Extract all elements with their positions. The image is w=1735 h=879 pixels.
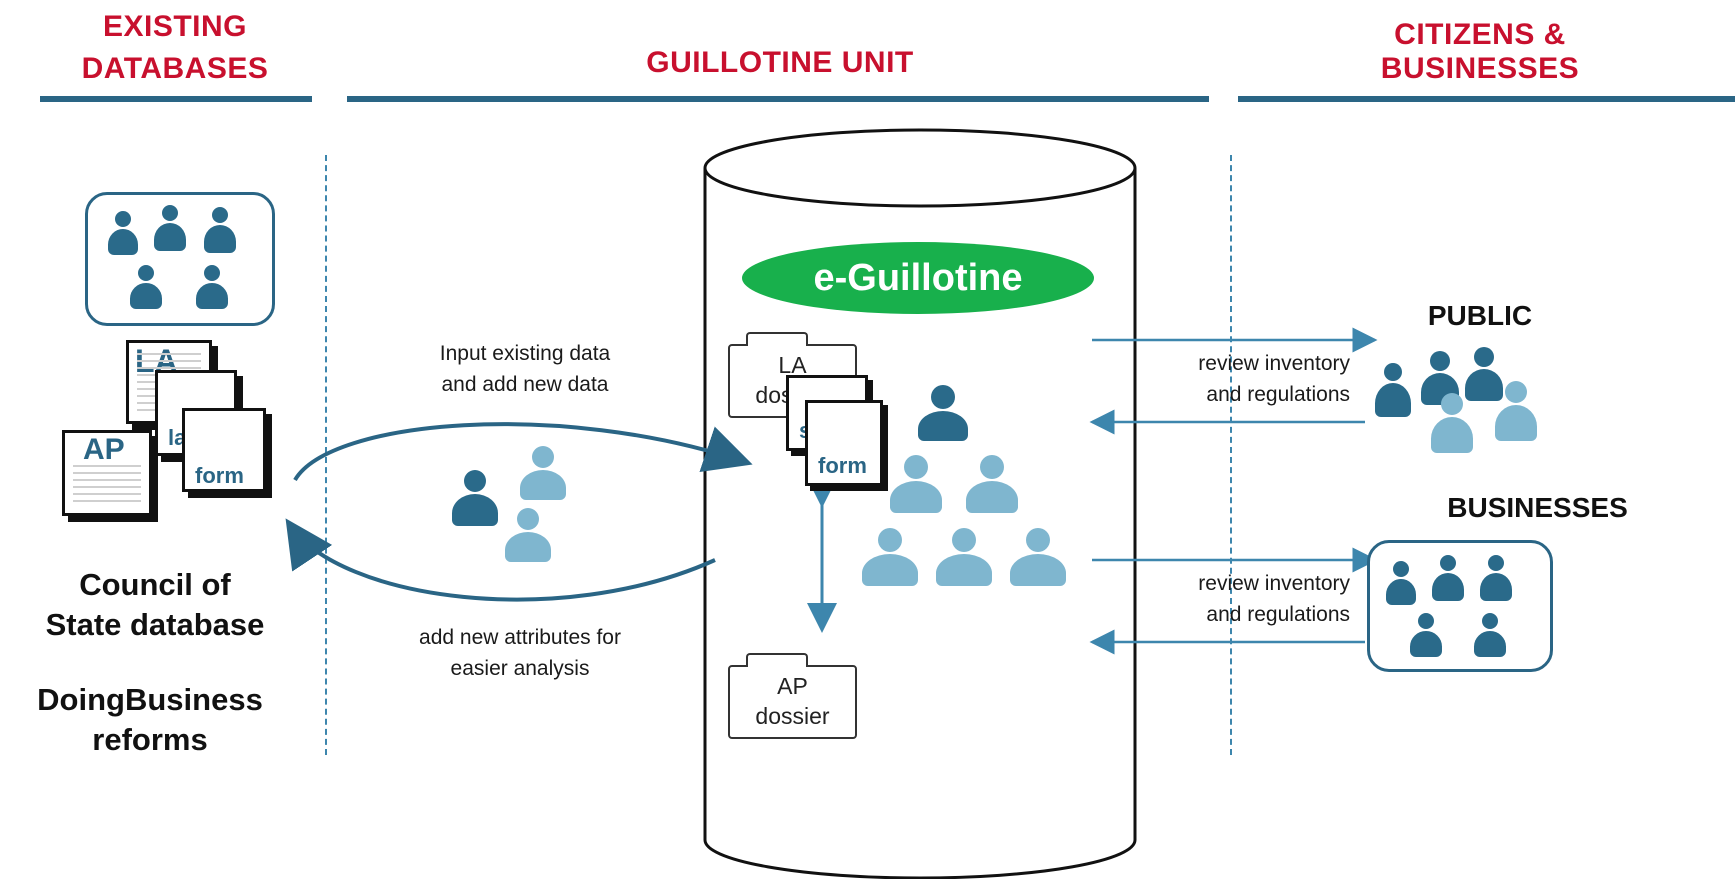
header-rule-left [40, 96, 312, 102]
label-line: DoingBusiness [37, 682, 263, 717]
cycle-bottom-note: add new attributes for easier analysis [360, 622, 680, 684]
header-rule-right [1238, 96, 1735, 102]
doingbusiness-label: DoingBusiness reforms [0, 680, 300, 760]
note-line: Input existing data [439, 342, 611, 365]
review-public-note: review inventory and regulations [1130, 348, 1350, 410]
person-icon [520, 446, 566, 500]
document-label: AP [83, 433, 125, 466]
header-guillotine-unit: GUILLOTINE UNIT [646, 46, 914, 79]
note-line: review inventory [1198, 572, 1350, 595]
ap-dossier-folder-icon: AP dossier [728, 653, 857, 739]
note-line: easier analysis [450, 657, 590, 680]
document-label: form [195, 463, 244, 488]
header-citizens-businesses: CITIZENS & BUSINESSES [1250, 18, 1710, 86]
header-line: BUSINESSES [1380, 52, 1580, 85]
header-line: DATABASES [81, 52, 269, 85]
person-icon [890, 455, 942, 513]
note-line: and regulations [1206, 383, 1350, 406]
person-icon [862, 528, 918, 586]
cycle-arrow-top-icon [293, 422, 753, 482]
note-line: review inventory [1198, 352, 1350, 375]
review-businesses-note: review inventory and regulations [1130, 568, 1350, 630]
folder-label: AP dossier [730, 667, 855, 731]
label-line: State database [45, 607, 265, 642]
label-line: reforms [92, 722, 208, 757]
person-icon [505, 508, 551, 562]
cycle-arrow-bottom-icon [285, 518, 716, 602]
businesses-people-group-icon [1367, 540, 1553, 672]
header-existing-databases: EXISTING DATABASES [40, 10, 310, 86]
header-line: EXISTING [102, 10, 248, 43]
document-ap-icon: AP [62, 430, 152, 516]
document-form-icon: form [805, 400, 883, 486]
businesses-title: BUSINESSES [1447, 492, 1628, 523]
people-group-icon [85, 192, 275, 326]
e-guillotine-badge: e-Guillotine [742, 242, 1094, 314]
document-form-icon: form [182, 408, 266, 492]
header-rule-center [347, 96, 1209, 102]
cycle-top-note: Input existing data and add new data [390, 338, 660, 400]
note-line: and regulations [1206, 603, 1350, 626]
document-label: form [818, 453, 867, 478]
label-line: Council of [79, 567, 231, 602]
folder-line: dossier [755, 703, 830, 729]
council-of-state-label: Council of State database [10, 565, 300, 645]
public-people-group-icon [1365, 345, 1565, 475]
note-line: and add new data [441, 373, 609, 396]
person-icon [1010, 528, 1066, 586]
person-icon [966, 455, 1018, 513]
person-icon [452, 470, 498, 528]
note-line: add new attributes for [419, 626, 621, 649]
person-icon [936, 528, 992, 586]
folder-line: AP [777, 673, 808, 699]
folder-line: LA [778, 352, 807, 378]
public-title: PUBLIC [1427, 300, 1533, 331]
divider-right [1230, 155, 1232, 755]
person-icon [918, 385, 968, 441]
header-line: CITIZENS & [1394, 18, 1566, 51]
